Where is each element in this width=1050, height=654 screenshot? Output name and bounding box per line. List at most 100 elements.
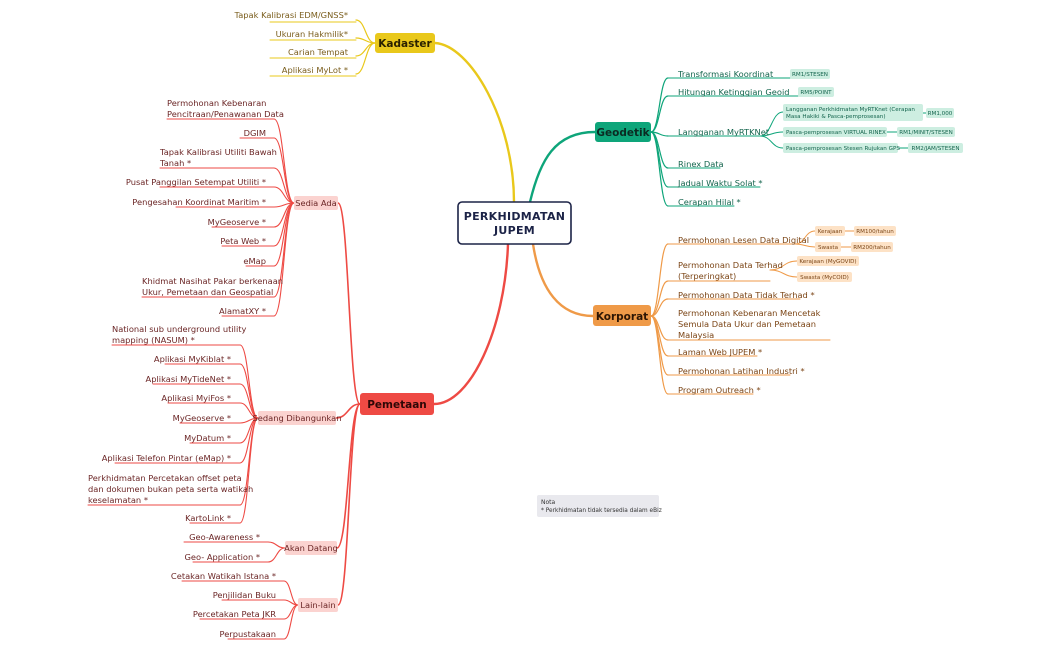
list-item[interactable]: Carian Tempat	[288, 47, 349, 57]
korporat-items: Permohonan Lesen Data Digital Kerajaan R…	[678, 226, 896, 395]
sub-item-label[interactable]: Masa Hakiki & Pasca-pemprosesan)	[786, 114, 886, 120]
connector-line	[267, 547, 286, 563]
list-item[interactable]: Permohonan Kebenaran	[167, 98, 266, 108]
sub-item-label[interactable]: Pasca-pemprosesan Stesen Rujukan GPS	[786, 146, 900, 152]
connector-line	[239, 417, 259, 524]
branch-geodetik-label: Geodetik	[596, 127, 650, 139]
list-item[interactable]: Permohonan Data Terhad	[678, 260, 783, 270]
list-item[interactable]: Cetakan Watikah Istana *	[171, 571, 276, 581]
list-item[interactable]: Permohonan Lesen Data Digital	[678, 235, 809, 245]
branch-geodetik[interactable]: Geodetik	[595, 122, 651, 142]
kadaster-items: Tapak Kalibrasi EDM/GNSS* Ukuran Hakmili…	[234, 10, 349, 75]
list-item[interactable]: Jadual Waktu Solat *	[677, 178, 763, 188]
list-item[interactable]: Peta Web *	[220, 236, 266, 246]
sub-item-label[interactable]: Swasta	[818, 245, 838, 251]
branch-pemetaan-box	[360, 393, 434, 415]
list-item[interactable]: Pengesahan Koordinat Maritim *	[132, 197, 266, 207]
list-item[interactable]: keselamatan *	[88, 495, 148, 505]
list-item[interactable]: Transformasi Koordinat	[677, 69, 774, 79]
list-item[interactable]: Aplikasi MyKiblat *	[154, 354, 231, 364]
list-item[interactable]: Tanah *	[159, 158, 191, 168]
list-item[interactable]: Cerapan Hilal *	[678, 197, 741, 207]
list-item[interactable]: Perpustakaan	[220, 629, 277, 639]
list-item[interactable]: AlamatXY *	[219, 306, 266, 316]
list-item[interactable]: Penjilidan Buku	[213, 590, 276, 600]
list-item[interactable]: MyGeoserve *	[173, 413, 231, 423]
list-item[interactable]: Ukuran Hakmilik*	[276, 29, 348, 39]
list-item[interactable]: Tapak Kalibrasi Utiliti Bawah	[159, 147, 277, 157]
note-background	[537, 495, 659, 517]
list-item[interactable]: Khidmat Nasihat Pakar berkenaan	[142, 276, 283, 286]
connector-line	[283, 604, 299, 640]
connector-line	[273, 167, 295, 204]
sub-item-label[interactable]: Kerajaan (MyGOVID)	[799, 259, 856, 265]
list-item[interactable]: Semula Data Ukur dan Pemetaan	[678, 319, 816, 329]
list-item[interactable]: MyGeoserve *	[208, 217, 266, 227]
list-item[interactable]: mapping (NASUM) *	[112, 335, 195, 345]
list-item[interactable]: Rinex Data	[678, 159, 724, 169]
connector-line	[355, 42, 376, 57]
center-node[interactable]: PERKHIDMATAN JUPEM	[457, 201, 572, 245]
connector-line	[650, 280, 669, 317]
list-item[interactable]: Permohonan Kebenaran Mencetak	[678, 308, 821, 318]
group-label[interactable]: Akan Datang	[284, 543, 338, 553]
group-box	[294, 196, 338, 210]
list-item[interactable]: National sub underground utility	[112, 324, 247, 334]
list-item[interactable]: Hitungan Ketinggian Geoid	[678, 87, 790, 97]
sub-item-label[interactable]: Pasca-pemprosesan VIRTUAL RINEX	[786, 130, 886, 136]
sub-item-label[interactable]: Langganan Perkhidmatan MyRTKnet (Cerapan	[786, 107, 915, 113]
price-tag-label: RM5/POINT	[800, 90, 832, 96]
list-item[interactable]: dan dokumen bukan peta serta watikah	[88, 484, 253, 494]
list-item[interactable]: Perkhidmatan Percetakan offset peta	[88, 473, 242, 483]
list-item[interactable]: Tapak Kalibrasi EDM/GNSS*	[234, 10, 349, 20]
list-item[interactable]: Laman Web JUPEM *	[678, 347, 762, 357]
list-item[interactable]: Permohonan Data Tidak Terhad *	[678, 290, 815, 300]
list-item[interactable]: Malaysia	[678, 330, 714, 340]
sub-item-box	[815, 226, 845, 236]
list-item[interactable]: KartoLink *	[185, 513, 231, 523]
connector-line	[355, 42, 376, 75]
sub-item-box	[797, 256, 859, 266]
branch-korporat-label: Korporat	[596, 311, 648, 323]
branch-kadaster-label: Kadaster	[378, 38, 432, 50]
list-item[interactable]: (Terperingkat)	[678, 271, 736, 281]
group-label[interactable]: Sedang Dibangunkan	[253, 413, 342, 423]
list-item[interactable]: Percetakan Peta JKR	[193, 609, 276, 619]
price-tag-label: RM2/JAM/STESEN	[911, 146, 959, 152]
sub-item-box	[783, 127, 887, 137]
sub-item-box	[783, 104, 923, 121]
sub-item-box	[797, 272, 852, 282]
list-item[interactable]: Geo- Application *	[184, 552, 260, 562]
list-item[interactable]: MyDatum *	[184, 433, 231, 443]
group-label[interactable]: Sedia Ada	[295, 198, 337, 208]
group-label[interactable]: Lain-lain	[300, 600, 335, 610]
connector-line	[239, 344, 259, 419]
list-item[interactable]: eMap	[243, 256, 266, 266]
branch-pemetaan[interactable]: Pemetaan	[360, 393, 434, 415]
pemetaan-items: Permohonan Kebenaran Pencitraan/Penawana…	[88, 98, 284, 639]
list-item[interactable]: Aplikasi Telefon Pintar (eMap) *	[102, 453, 231, 463]
connector-center-geodetik	[528, 130, 597, 204]
list-item[interactable]: Aplikasi MyLot *	[282, 65, 348, 75]
list-item[interactable]: DGIM	[244, 128, 266, 138]
list-item[interactable]: Geo-Awareness *	[189, 532, 260, 542]
sub-item-label[interactable]: Swasta (MyCOID)	[800, 275, 849, 281]
list-item[interactable]: Aplikasi MyiFos *	[161, 393, 231, 403]
list-item[interactable]: Program Outreach *	[678, 385, 761, 395]
list-item[interactable]: Permohonan Latihan Industri *	[678, 366, 805, 376]
list-item[interactable]: Aplikasi MyTideNet *	[146, 374, 231, 384]
price-tag	[908, 143, 963, 153]
group-box	[285, 541, 337, 555]
list-item[interactable]: Langganan MyRTKNet	[678, 127, 770, 137]
price-tag-label: RM1/MINIT/STESEN	[899, 130, 953, 136]
list-item[interactable]: Ukur, Pemetaan dan Geospatial	[142, 287, 273, 297]
list-item[interactable]: Pusat Panggilan Setempat Utiliti *	[126, 177, 266, 187]
sub-item-label[interactable]: Kerajaan	[818, 229, 843, 235]
branch-korporat[interactable]: Korporat	[593, 305, 651, 326]
connector-line	[335, 403, 361, 419]
branch-kadaster[interactable]: Kadaster	[375, 33, 435, 53]
connector-line	[355, 19, 376, 44]
list-item[interactable]: Pencitraan/Penawanan Data	[167, 109, 284, 119]
connector-line	[273, 137, 295, 204]
